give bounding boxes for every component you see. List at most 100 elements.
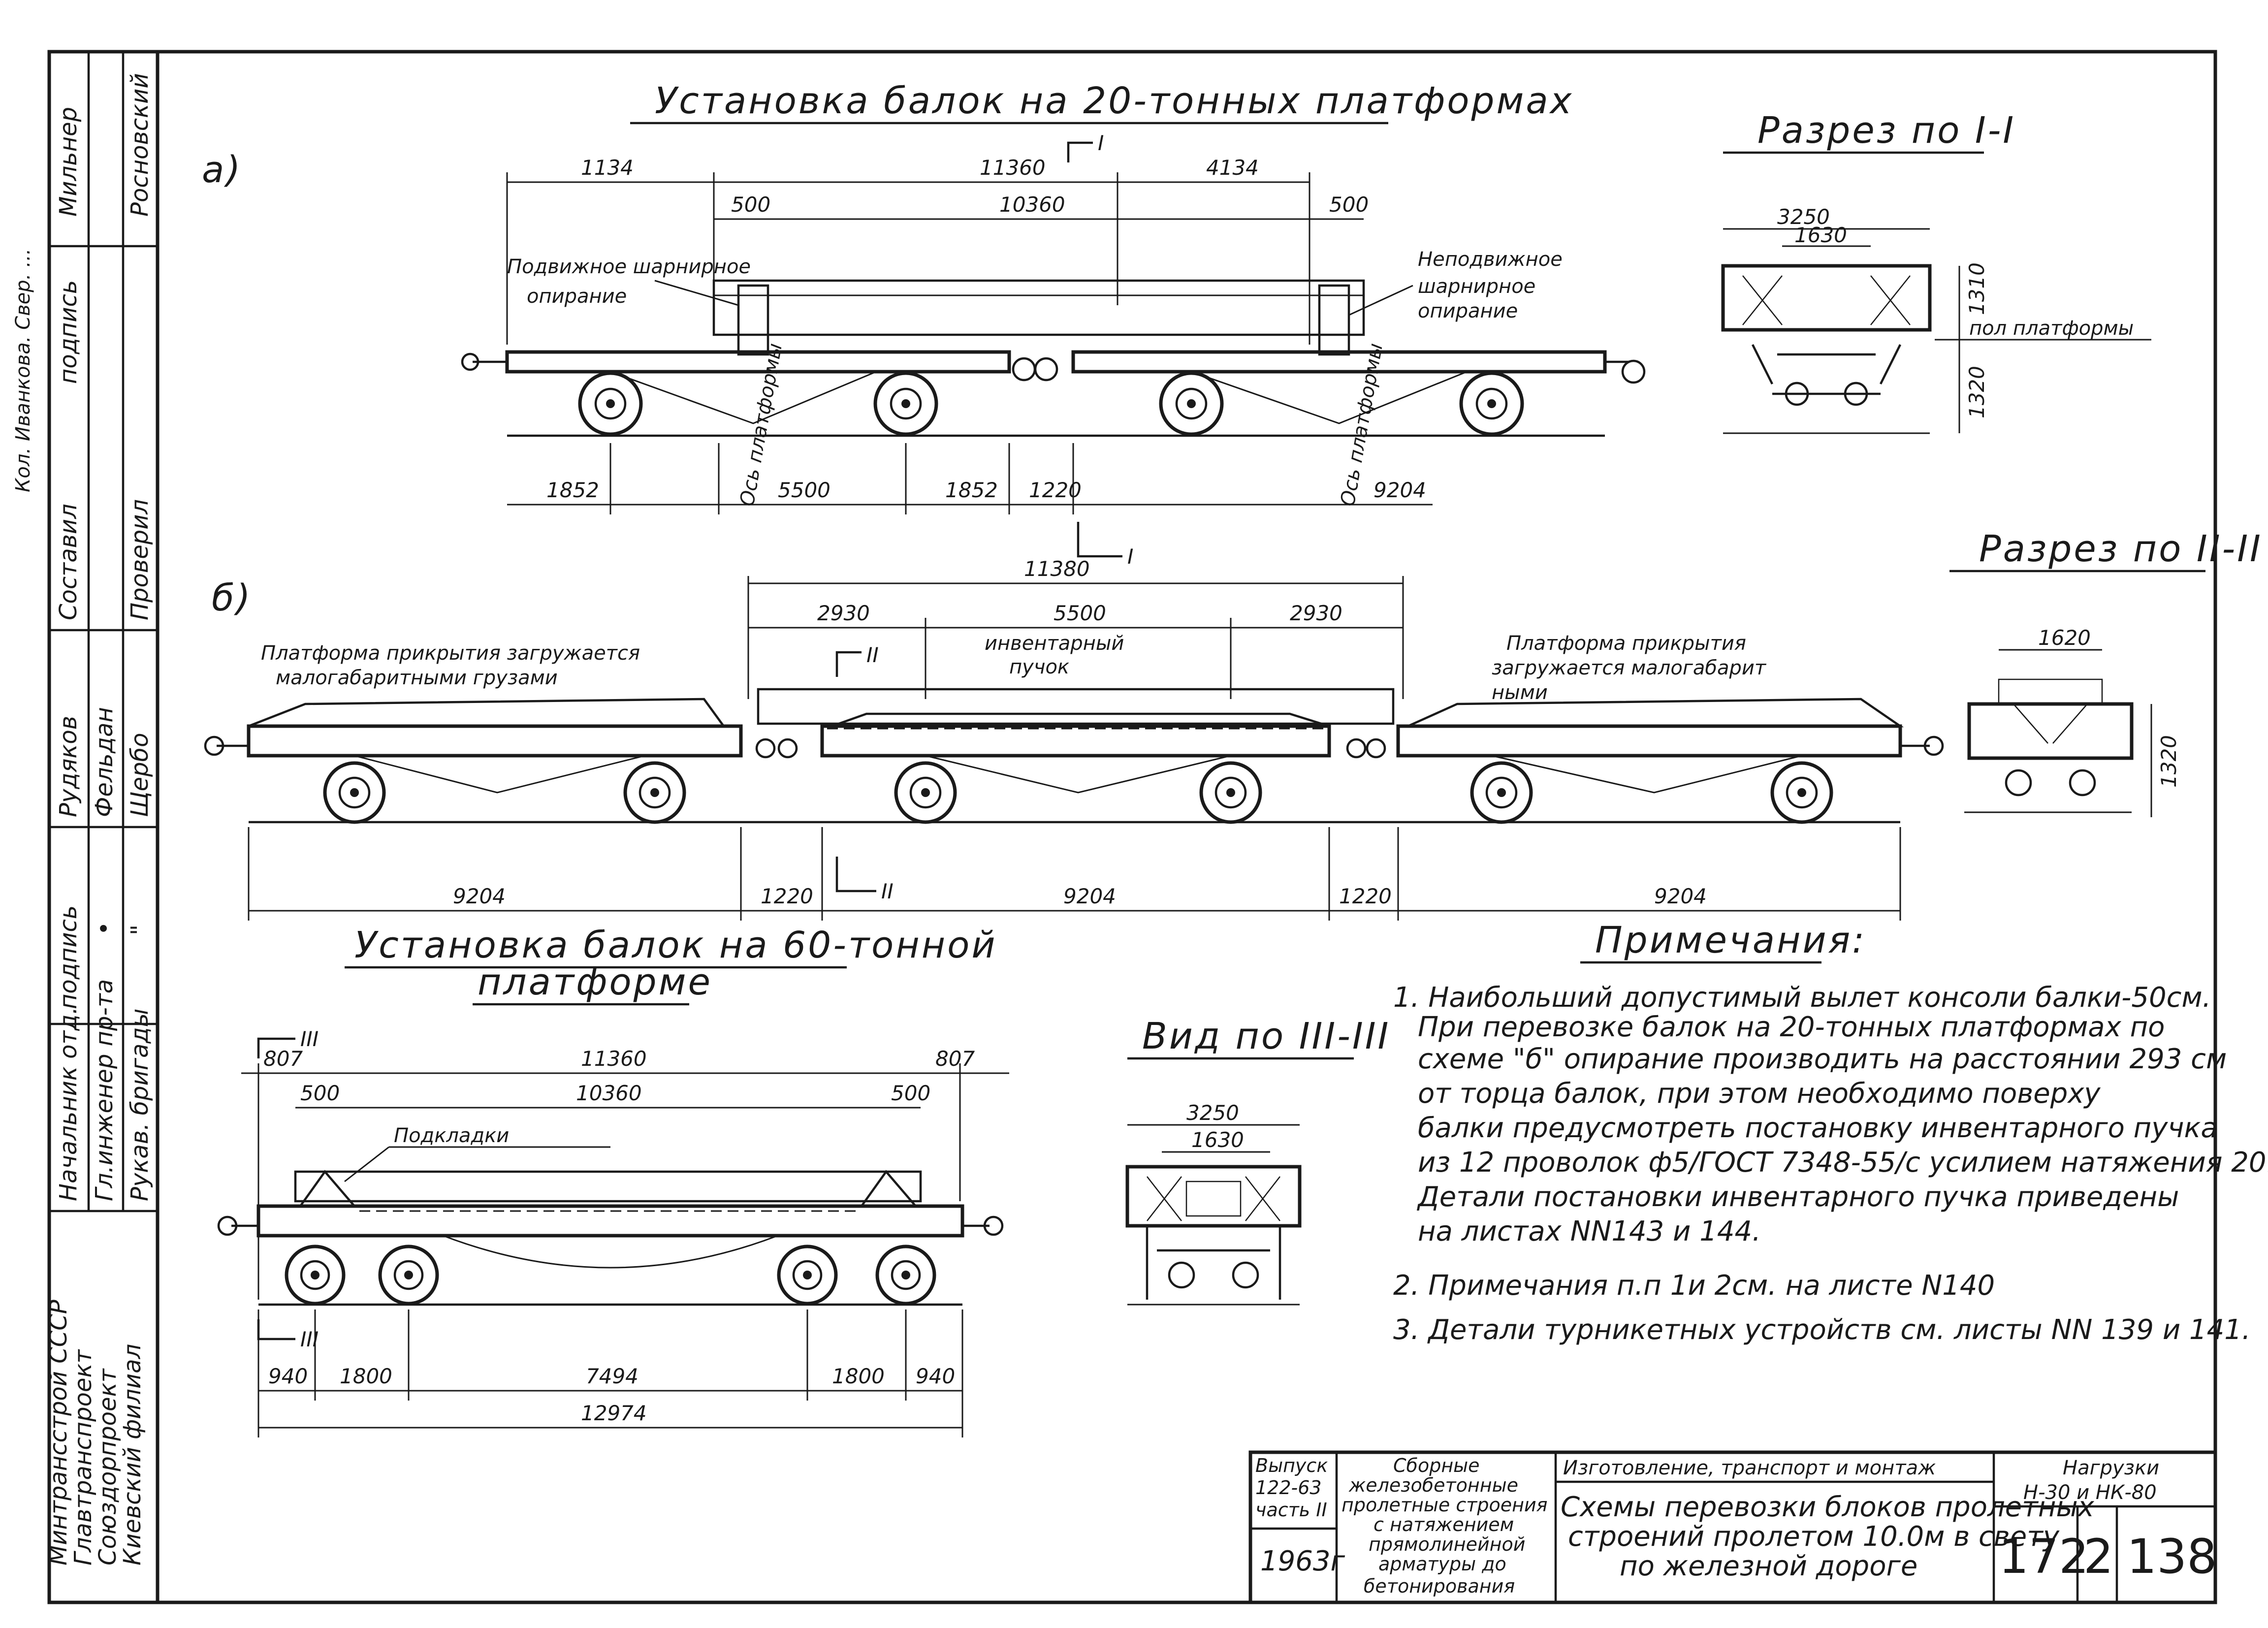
sidebar-org-line-2: Главтранспроект [69, 1349, 97, 1565]
section-a-right-support-3: опирание [1418, 300, 1518, 322]
section-a-left-support-2: опирание [527, 285, 627, 308]
sidebar-name-rosnovsky: Росновский [126, 73, 154, 217]
section-c-dim-inner: 10360 [576, 1081, 642, 1105]
section-a-dim-right: 4134 [1206, 156, 1259, 180]
section-a-dim-inner: 10360 [999, 192, 1065, 217]
section-c: Установка балок на 60-тонной платформе I… [217, 924, 1009, 1437]
sidebar-name-milner: Мильнер [55, 107, 82, 217]
notes-line-5: балки предусмотреть постановку инвентарн… [1418, 1112, 2218, 1144]
section-c-dim-b1: 940 [268, 1364, 308, 1388]
notes: Примечания: 1. Наибольший допустимый выл… [1393, 919, 2268, 1346]
razrez-1-dim-height-bottom: 1320 [1965, 366, 1989, 418]
notes-line-10: 3. Детали турникетных устройств см. лист… [1393, 1314, 2251, 1346]
stamp-series-5: прямолинейной [1369, 1533, 1525, 1555]
stamp-series-3: пролетные строения [1342, 1494, 1548, 1516]
stamp-num-2: 2 [2083, 1529, 2113, 1584]
section-a-dim-500-left: 500 [731, 192, 770, 217]
section-a-letter: а) [202, 149, 242, 191]
section-c-dim-b4: 1800 [832, 1364, 885, 1388]
sidebar-control-note: Кол. Иванкова. Свер. ... [12, 249, 34, 492]
section-b-dim-b1: 9204 [453, 884, 506, 908]
sidebar: Минтрансстрой СССР Главтранспроект Союзд… [12, 52, 158, 1565]
vid-3-dim-width: 3250 [1186, 1101, 1239, 1125]
stamp-load-1: Нагрузки [2063, 1457, 2159, 1479]
section-b-mark-ii-bottom: II [881, 879, 894, 903]
razrez-2-dim-width: 1620 [2038, 626, 2091, 650]
stamp-section: Изготовление, транспорт и монтаж [1563, 1457, 1936, 1479]
section-c-title-1: Установка балок на 60-тонной [354, 924, 997, 966]
section-b-dim-1: 2930 [817, 601, 870, 625]
section-b-mark-ii-top: II [866, 643, 879, 667]
stamp-series-2: железобетонные [1348, 1474, 1518, 1496]
razrez-1-dim-inner: 1630 [1794, 223, 1847, 247]
notes-line-6: из 12 проволок ф5/ГОСТ 7348-55/с усилием… [1418, 1147, 2268, 1179]
notes-line-1: 1. Наибольший допустимый вылет консоли б… [1393, 982, 2211, 1014]
notes-line-7: Детали постановки инвентарного пучка при… [1416, 1181, 2179, 1213]
notes-line-8: на листах NN143 и 144. [1418, 1215, 1761, 1247]
sidebar-name-scherbo: Щербо [126, 733, 154, 817]
section-b-dim-2: 5500 [1054, 601, 1106, 625]
stamp-series-4: с натяжением [1374, 1514, 1514, 1535]
section-b-right-label-1: Платформа прикрытия [1506, 632, 1746, 655]
section-c-dim-807-left: 807 [263, 1047, 303, 1071]
section-c-dim-b5: 940 [916, 1364, 955, 1388]
section-a-dim-b4: 1220 [1029, 478, 1082, 502]
sidebar-role-brigade: Рукав. бригады [126, 1008, 154, 1201]
sidebar-role-proveril: Проверил [126, 499, 154, 620]
section-a-dim-b2: 5500 [778, 478, 831, 502]
section-a-dim-b5: 9204 [1374, 478, 1426, 502]
sidebar-podpis-2: подпись [55, 280, 82, 384]
sidebar-name-rudyakov: Рудяков [55, 716, 82, 817]
section-b-left-label-1: Платформа прикрытия загружается [261, 642, 640, 665]
stamp-vypusk-1: Выпуск [1255, 1455, 1328, 1476]
sidebar-podpis-1: подпись [55, 905, 82, 1009]
section-c-title-2: платформе [478, 961, 712, 1003]
section-b-dim-b5: 9204 [1654, 884, 1707, 908]
vid-3-title: Вид по III-III [1142, 1015, 1390, 1057]
sidebar-name-feldan: Фельдан [91, 707, 118, 817]
sidebar-org-line-1: Минтрансстрой СССР [45, 1300, 72, 1565]
notes-line-3: схеме "б" опирание производить на рассто… [1418, 1043, 2227, 1075]
section-a-right-support-2: шарнирное [1418, 275, 1535, 298]
sidebar-org-line-3: Союздорпроект [94, 1368, 122, 1565]
section-a-mark-i-bottom: I [1127, 544, 1133, 569]
section-b-dim-total: 11380 [1024, 557, 1090, 581]
section-b-dim-b4: 1220 [1339, 884, 1392, 908]
razrez-2: Разрез по II-II 1620 1320 [1949, 528, 2261, 817]
sidebar-sign-quote: " [126, 925, 154, 935]
section-c-dim-span: 11360 [581, 1047, 647, 1071]
sidebar-role-chief: Начальник отд. [55, 1007, 82, 1201]
razrez-1: Разрез по I-I 3250 1630 1310 1320 пол пл… [1721, 109, 2151, 434]
section-b-right-label-2: загружается малогабарит [1492, 657, 1767, 679]
stamp-vypusk-3: часть II [1255, 1499, 1327, 1521]
section-b-right-label-3: ными [1492, 681, 1548, 704]
section-a-dim-500-right: 500 [1329, 192, 1369, 217]
vid-3-dim-inner: 1630 [1191, 1128, 1244, 1152]
stamp-series-1: Сборные [1393, 1455, 1480, 1476]
section-c-pads-label: Подкладки [394, 1124, 509, 1147]
notes-line-2: При перевозке балок на 20-тонных платфор… [1418, 1011, 2165, 1043]
section-a-wheels [578, 371, 1524, 436]
section-a-title: Установка балок на 20-тонных платформах [655, 80, 1573, 122]
section-c-dim-total: 12974 [581, 1401, 647, 1425]
stamp-series-6: арматуры до [1378, 1553, 1506, 1575]
section-b-letter: б) [212, 577, 253, 619]
vid-3: Вид по III-III 3250 1630 [1125, 1015, 1390, 1306]
razrez-2-dim-height: 1320 [2157, 735, 2181, 788]
stamp-vypusk-2: 122-63 [1255, 1477, 1322, 1499]
section-b-mid-label-1: инвентарный [985, 632, 1124, 655]
section-c-mark-iii-bottom: III [300, 1327, 319, 1351]
section-c-mark-iii-top: III [300, 1027, 319, 1051]
stamp-sheet-no: 138 [2127, 1529, 2217, 1584]
stamp-sheet-title-2: строений пролетом 10.0м в свету [1568, 1521, 2060, 1553]
section-a-mark-i-top: I [1098, 131, 1104, 155]
section-a-dim-span: 11360 [980, 156, 1046, 180]
razrez-1-dim-height-top: 1310 [1965, 262, 1989, 315]
sidebar-org-line-4: Киевский филиал [119, 1344, 146, 1565]
notes-line-9: 2. Примечания п.п 1и 2см. на листе N140 [1393, 1270, 1995, 1302]
stamp-sheet-title-1: Схемы перевозки блоков пролетных [1561, 1491, 2095, 1523]
title-stamp: Выпуск 122-63 часть II 1963г Сборные жел… [1248, 1450, 2217, 1604]
razrez-1-floor-label: пол платформы [1969, 317, 2134, 340]
sidebar-role-engineer: Гл.инженер пр-та [91, 979, 118, 1201]
